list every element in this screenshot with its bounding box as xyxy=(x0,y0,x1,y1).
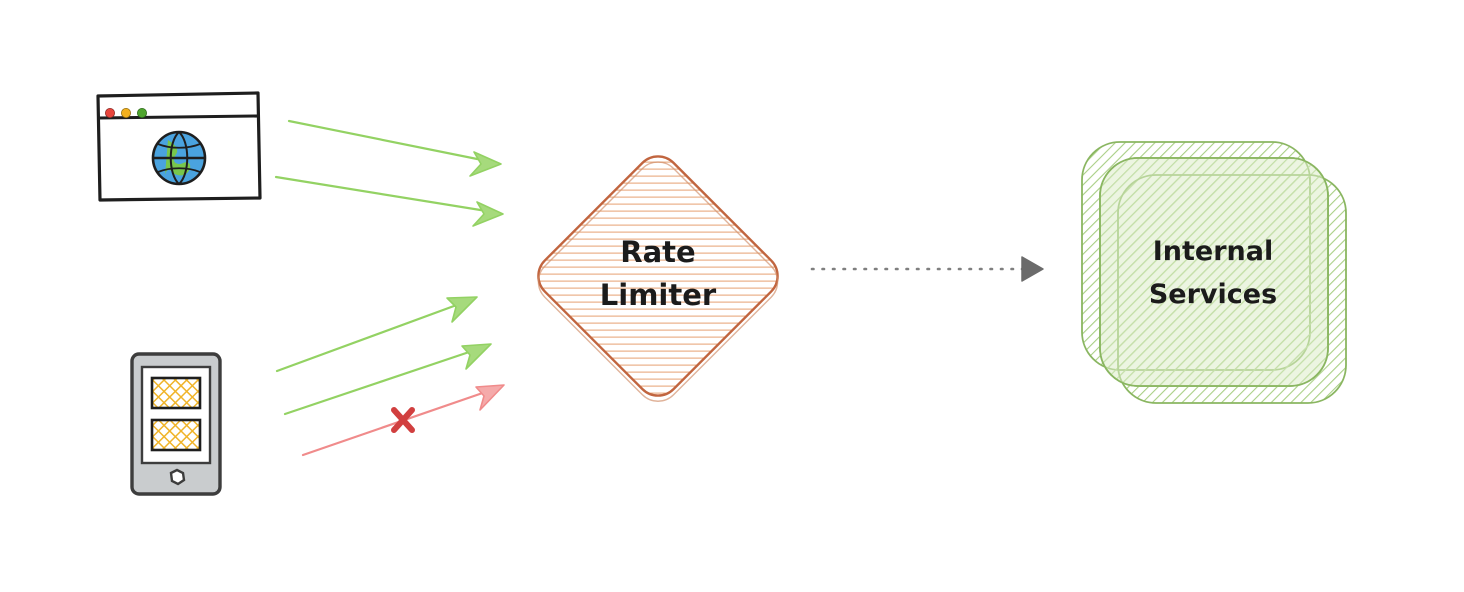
edge-mobile-request-3-blocked xyxy=(301,384,505,457)
phone-content-block-1 xyxy=(150,376,202,410)
browser-window xyxy=(96,91,262,202)
edge-browser-request-2-arrowhead xyxy=(472,201,504,227)
rate-limiter-shape xyxy=(537,155,779,397)
internal-services-label-line1: Internal xyxy=(1153,236,1274,267)
edge-mobile-request-1-line xyxy=(275,297,475,373)
browser-close-dot-icon[interactable] xyxy=(105,108,116,119)
edge-mobile-request-2-line xyxy=(283,344,489,416)
edge-browser-request-1 xyxy=(287,119,502,177)
browser-minimize-dot-icon[interactable] xyxy=(121,108,132,119)
edge-browser-request-1-arrowhead xyxy=(469,151,502,177)
edge-mobile-request-2-arrowhead xyxy=(461,343,492,370)
edge-browser-request-2-line xyxy=(274,175,501,215)
rate-limiter-label-line2: Limiter xyxy=(600,278,717,312)
rate-limiter-label-line1: Rate xyxy=(620,235,695,269)
rate-limiter-node[interactable]: Rate Limiter xyxy=(526,147,789,410)
internal-services-node[interactable]: Internal Services xyxy=(1081,141,1347,404)
edge-mobile-request-1-arrowhead xyxy=(446,296,478,323)
edge-mobile-request-2 xyxy=(283,343,492,416)
browser-maximize-dot-icon[interactable] xyxy=(136,108,147,119)
internal-services-body xyxy=(1099,157,1329,387)
internal-services-label-line2: Services xyxy=(1149,279,1277,310)
edge-browser-request-1-line xyxy=(287,119,499,165)
phone-content-block-2 xyxy=(150,418,202,452)
globe-icon xyxy=(151,130,207,186)
edge-rate-limiter-to-internal-services xyxy=(810,256,1044,282)
rate-limiter-shape-sketch-offset xyxy=(537,161,779,402)
edge-mobile-request-3-arrowhead xyxy=(475,384,505,411)
mobile-phone xyxy=(130,352,222,496)
edge-mobile-request-1 xyxy=(275,296,478,373)
edge-forward-arrowhead xyxy=(1021,256,1044,282)
blocked-request-x-marker xyxy=(391,407,415,433)
phone-home-button[interactable] xyxy=(169,468,186,486)
edge-browser-request-2 xyxy=(274,175,504,227)
